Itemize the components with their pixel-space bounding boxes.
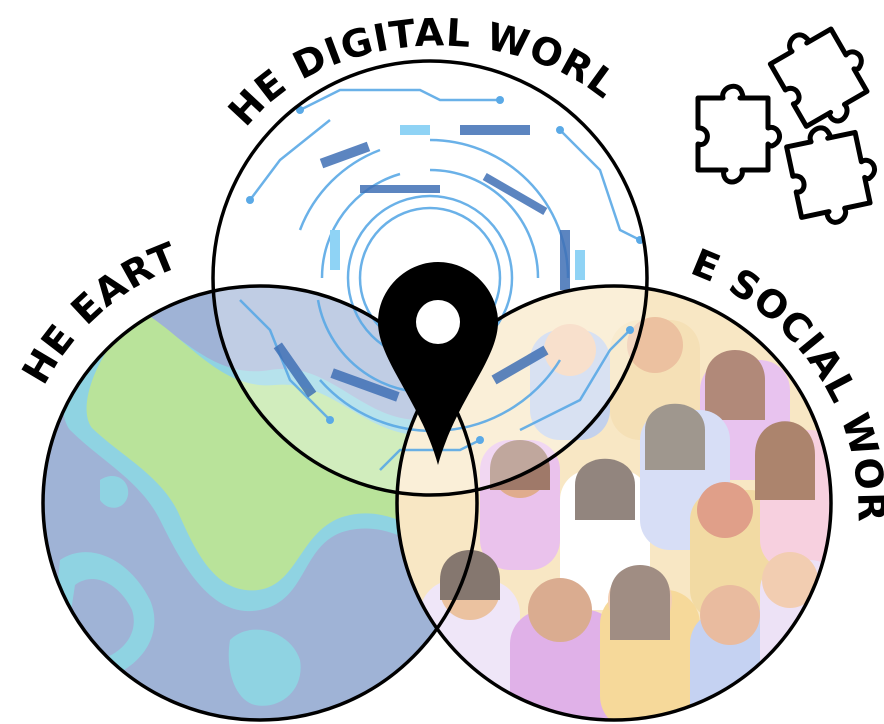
social-circle [397, 286, 831, 720]
puzzle-piece-icon [695, 83, 782, 185]
puzzle-piece-icon [767, 26, 870, 129]
people-crowd [420, 317, 831, 720]
digital-circle-outline [211, 59, 649, 497]
earth-circle-outline [41, 284, 479, 722]
social-circle-outline [395, 284, 833, 722]
puzzle-piece-icon [784, 125, 877, 225]
location-pin-icon [378, 262, 498, 465]
